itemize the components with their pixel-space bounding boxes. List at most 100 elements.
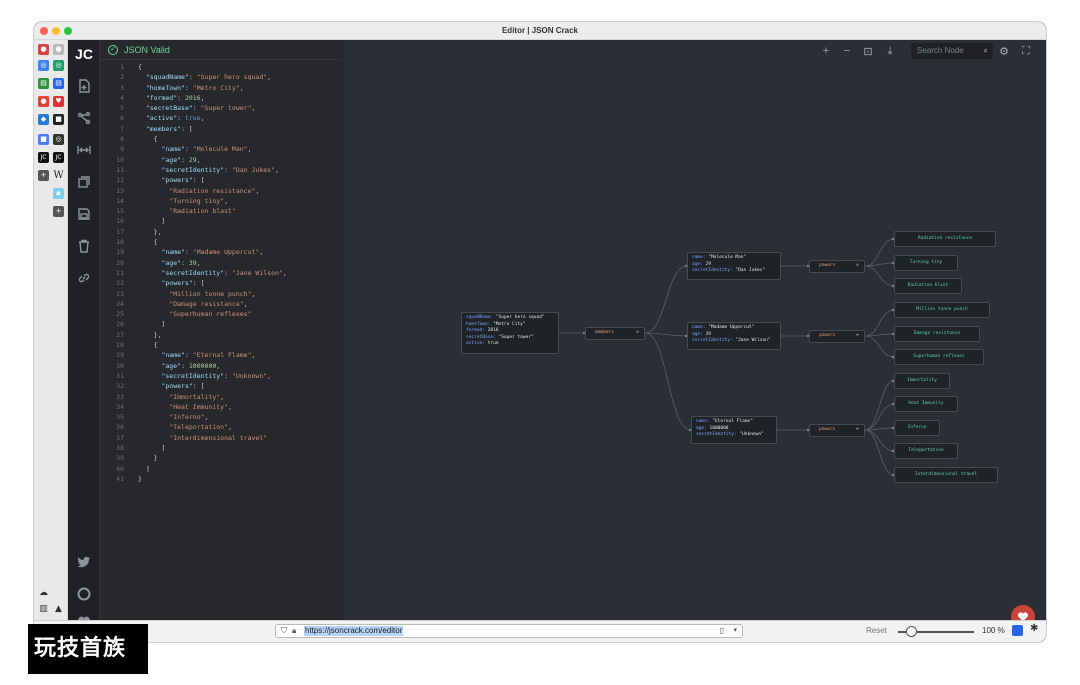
puzzle-icon[interactable]: ✱ [1030,623,1039,634]
zoom-slider-thumb[interactable] [906,626,917,637]
link-icon[interactable]: ∞ [636,330,639,336]
line-number: 8 [120,135,124,144]
link-icon[interactable]: ∞ [856,426,859,432]
power-leaf-node[interactable]: Damage resistance [894,326,980,342]
app-logo[interactable]: JC [75,46,93,62]
graph-canvas[interactable]: + − ⊡ ⤓ Search Node⌕ ⚙ ⛶ squadName: "Sup… [342,40,1046,629]
power-leaf-node[interactable]: Interdimensional travel [894,467,998,483]
lock-icon[interactable]: ▲ [55,604,62,614]
extension-icon[interactable]: ▤ [53,78,64,89]
extension-icon[interactable]: ▤ [38,78,49,89]
add-tab-icon[interactable]: + [53,206,64,217]
code-token: , [200,114,205,123]
power-leaf-node[interactable]: Radiation resistance [894,231,996,247]
edge-arrow [891,402,895,406]
cloud-icon[interactable]: ☁ [39,588,48,598]
browser-bottom-bar: ‹ ↻ › ⤓ ▭ ⛉ 🔒︎ https://jsoncrack.com/edi… [34,620,1046,642]
extension-icon[interactable]: ▪ [53,188,64,199]
zoom-in-icon[interactable]: + [822,45,830,57]
github-icon[interactable] [74,584,94,604]
code-token: { [138,135,158,144]
power-leaf-node[interactable]: Superhuman reflexes [894,349,984,365]
jsoncrack-tab-icon[interactable]: JC [53,152,64,163]
extension-icon[interactable] [1012,625,1023,636]
powers-node[interactable]: powers∞ [809,329,865,343]
url-text[interactable]: https://jsoncrack.com/editor [304,626,404,636]
line-number: 25 [116,310,124,319]
window-title: Editor | JSON Crack [501,26,579,35]
power-leaf-node[interactable]: Heat Immunity [894,396,958,412]
edge-arrow [684,334,688,338]
reset-zoom-button[interactable]: Reset [866,626,887,635]
code-token: "Super hero squad" [196,73,268,82]
link-icon[interactable]: ∞ [856,332,859,338]
minimize-window-button[interactable] [52,27,60,35]
code-token: "Million tonne punch" [169,289,252,298]
power-leaf-node[interactable]: Million tonne punch [894,302,990,318]
link-icon[interactable]: ∞ [856,262,859,268]
power-leaf-node[interactable]: Inferno [894,420,940,436]
import-file-icon[interactable] [74,76,94,96]
code-token: "age" [161,155,182,164]
extension-icon[interactable]: ● [38,44,49,55]
search-node-input[interactable]: Search Node⌕ [911,43,993,59]
close-window-button[interactable] [40,27,48,35]
line-number: 9 [120,145,124,154]
field-key: name: [692,325,709,330]
extension-icon[interactable]: ◎ [53,134,64,145]
share-link-icon[interactable] [74,268,94,288]
power-leaf-node[interactable]: Radiation blast [894,278,962,294]
graph-view-icon[interactable] [74,108,94,128]
download-icon[interactable]: ⤓ [887,44,893,57]
code-token: : [177,114,185,123]
extension-icon[interactable]: ● [38,96,49,107]
code-token: } [138,454,158,463]
code-token: : [224,268,232,277]
powers-node[interactable]: powers∞ [809,423,865,437]
chevron-down-icon[interactable]: ▾ [733,627,737,634]
bookmark-icon[interactable]: ▯ [719,626,724,635]
field-key: age: [692,261,706,267]
trash-icon[interactable]: ▥ [39,604,48,614]
code-token: "Inferno" [169,413,205,422]
code-editor[interactable]: { "squadName": "Super hero squad", "home… [138,62,338,484]
zoom-slider[interactable] [898,631,974,633]
settings-gear-icon[interactable]: ⚙ [999,45,1009,58]
zoom-out-icon[interactable]: − [843,45,851,57]
wikipedia-icon[interactable]: W [53,170,64,181]
twitter-icon[interactable] [74,552,94,572]
extension-icon[interactable]: ■ [38,134,49,145]
collapse-nodes-icon[interactable] [74,172,94,192]
watermark: 玩技首族 [28,624,148,674]
code-token [138,372,161,380]
address-bar[interactable]: ⛉ 🔒︎ https://jsoncrack.com/editor ▯ ▾ [275,624,743,638]
power-leaf-node[interactable]: Immortality [894,373,950,389]
extension-icon[interactable]: ◎ [38,60,49,71]
jsoncrack-tab-icon[interactable]: JC [38,152,49,163]
expand-collapse-icon[interactable] [74,140,94,160]
power-leaf-node[interactable]: Turning tiny [894,255,958,271]
extension-icon[interactable]: ◎ [53,60,64,71]
powers-node[interactable]: powers∞ [809,259,865,273]
fullscreen-icon[interactable]: ⛶ [1022,44,1030,57]
fit-view-icon[interactable]: ⊡ [863,45,873,58]
root-node[interactable]: squadName: "Super hero squad"homeTown: "… [461,312,559,354]
members-node[interactable]: members∞ [585,327,645,340]
extension-icon[interactable]: ■ [53,114,64,125]
code-token: "Dan Jukes" [231,165,275,174]
power-leaf-node[interactable]: Teleportation [894,443,958,459]
extension-icon[interactable]: ◆ [38,114,49,125]
delete-icon[interactable] [74,236,94,256]
extension-icon[interactable]: ♥ [53,96,64,107]
save-icon[interactable] [74,204,94,224]
code-line: "members": [ [138,124,338,134]
zoom-window-button[interactable] [64,27,72,35]
node-field: homeTown: "Metro City" [466,322,554,329]
field-value: 1000000 [709,425,729,431]
add-tab-icon[interactable]: + [38,170,49,181]
extension-icon[interactable]: ● [53,44,64,55]
code-line: "powers": [ [138,278,338,288]
